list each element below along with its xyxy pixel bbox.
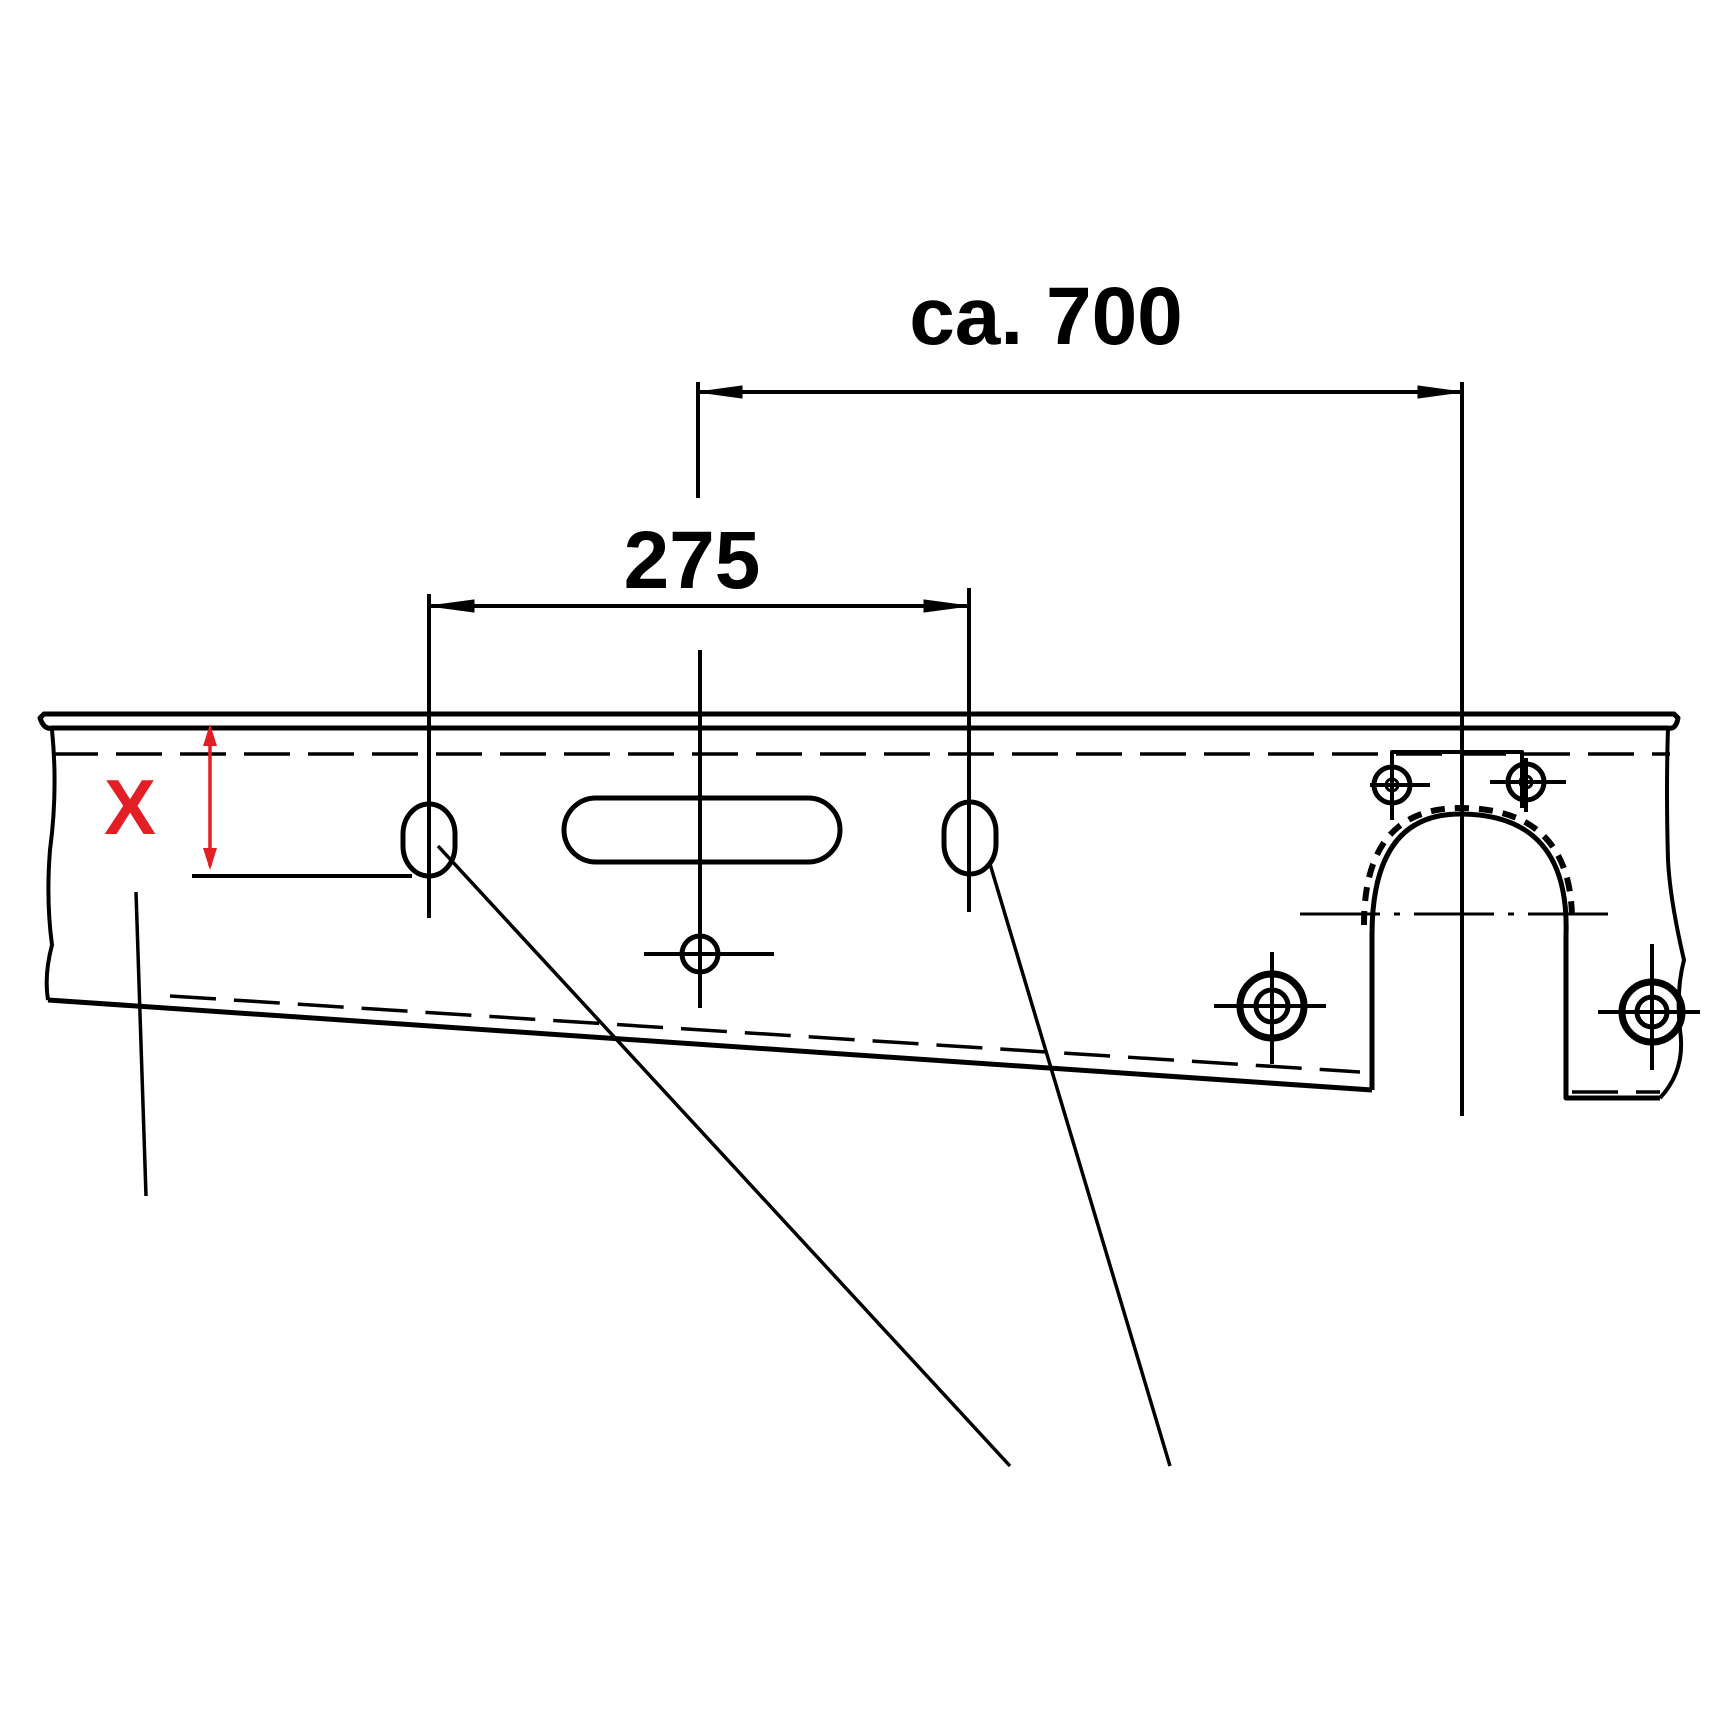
overall-arrow-right [1417,385,1463,399]
hidden-line-bottom [169,994,1361,1074]
notch-right-bottom-fastener [1598,944,1700,1070]
notch-left-top-fastener [1370,760,1430,820]
notch-right-top-fastener [1490,758,1566,812]
overall-dimension-label: ca. 700 [909,271,1183,362]
leader-lines [134,844,1172,1468]
notch-left-bottom-fastener [1214,952,1326,1064]
overall-arrow-left [697,385,743,399]
center-fastener [644,650,774,1008]
dimension-spacing [427,588,971,918]
beam-left-break [44,729,57,1001]
hidden-line-notch-arc [1361,804,1576,926]
x-arrow-top [203,724,217,746]
leader-line-left-hole [436,844,1012,1468]
beam-u-notch [1369,811,1660,1101]
x-dimension-marker [192,724,412,878]
leader-line-right-hole [988,863,1172,1467]
leader-line-beam [134,891,148,1197]
beam-bottom-edge [47,997,1373,1093]
spacing-dimension-label: 275 [624,515,761,606]
beam-right-break [1658,727,1686,1100]
x-label: X [104,763,156,851]
x-arrow-bottom [203,848,217,870]
spacing-arrow-left [428,599,475,613]
beam-outline [37,711,1686,1101]
dimension-overall [696,382,1464,1116]
hidden-lines [52,726,1670,1094]
fasteners [644,650,1700,1070]
spacing-arrow-right [923,599,970,613]
beam-top-edge [37,711,1681,731]
